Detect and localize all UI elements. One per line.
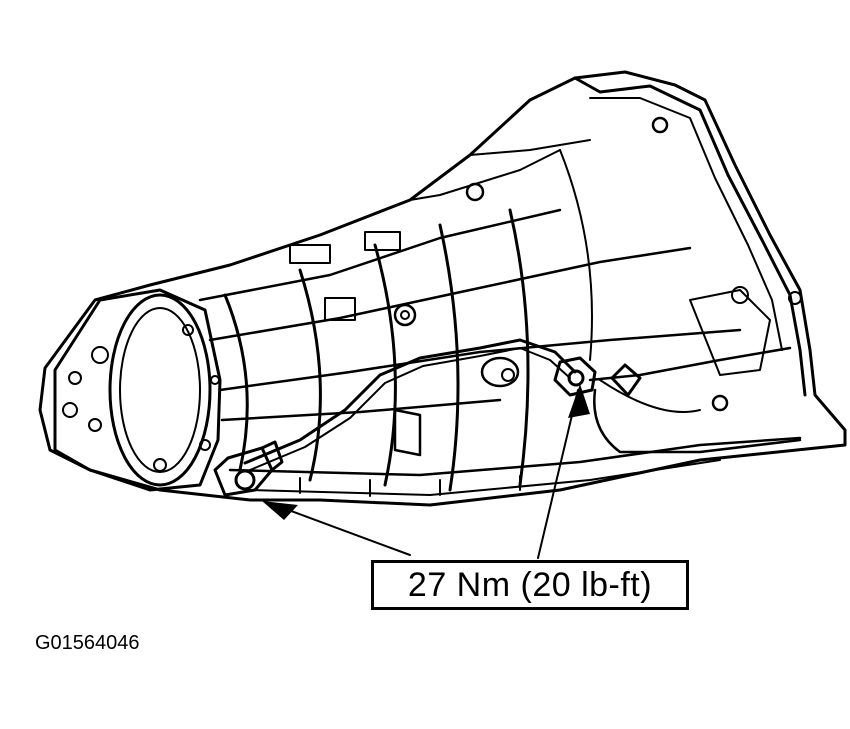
oil-pan-rail <box>228 436 802 477</box>
front-bearing-bore <box>108 293 212 487</box>
arrowhead-front <box>262 501 298 520</box>
arrowhead-rear <box>568 384 590 418</box>
cooler-line <box>243 338 577 465</box>
front-fitting <box>213 440 284 497</box>
transmission-case <box>38 70 847 507</box>
leader-line-rear <box>537 389 579 559</box>
leader-line-front <box>274 504 411 556</box>
front-face-plate <box>53 288 222 492</box>
bell-housing <box>573 76 807 397</box>
torque-callout: 27 Nm (20 lb-ft) <box>371 560 689 610</box>
figure-id: G01564046 <box>35 632 140 654</box>
rear-fitting <box>553 356 642 397</box>
